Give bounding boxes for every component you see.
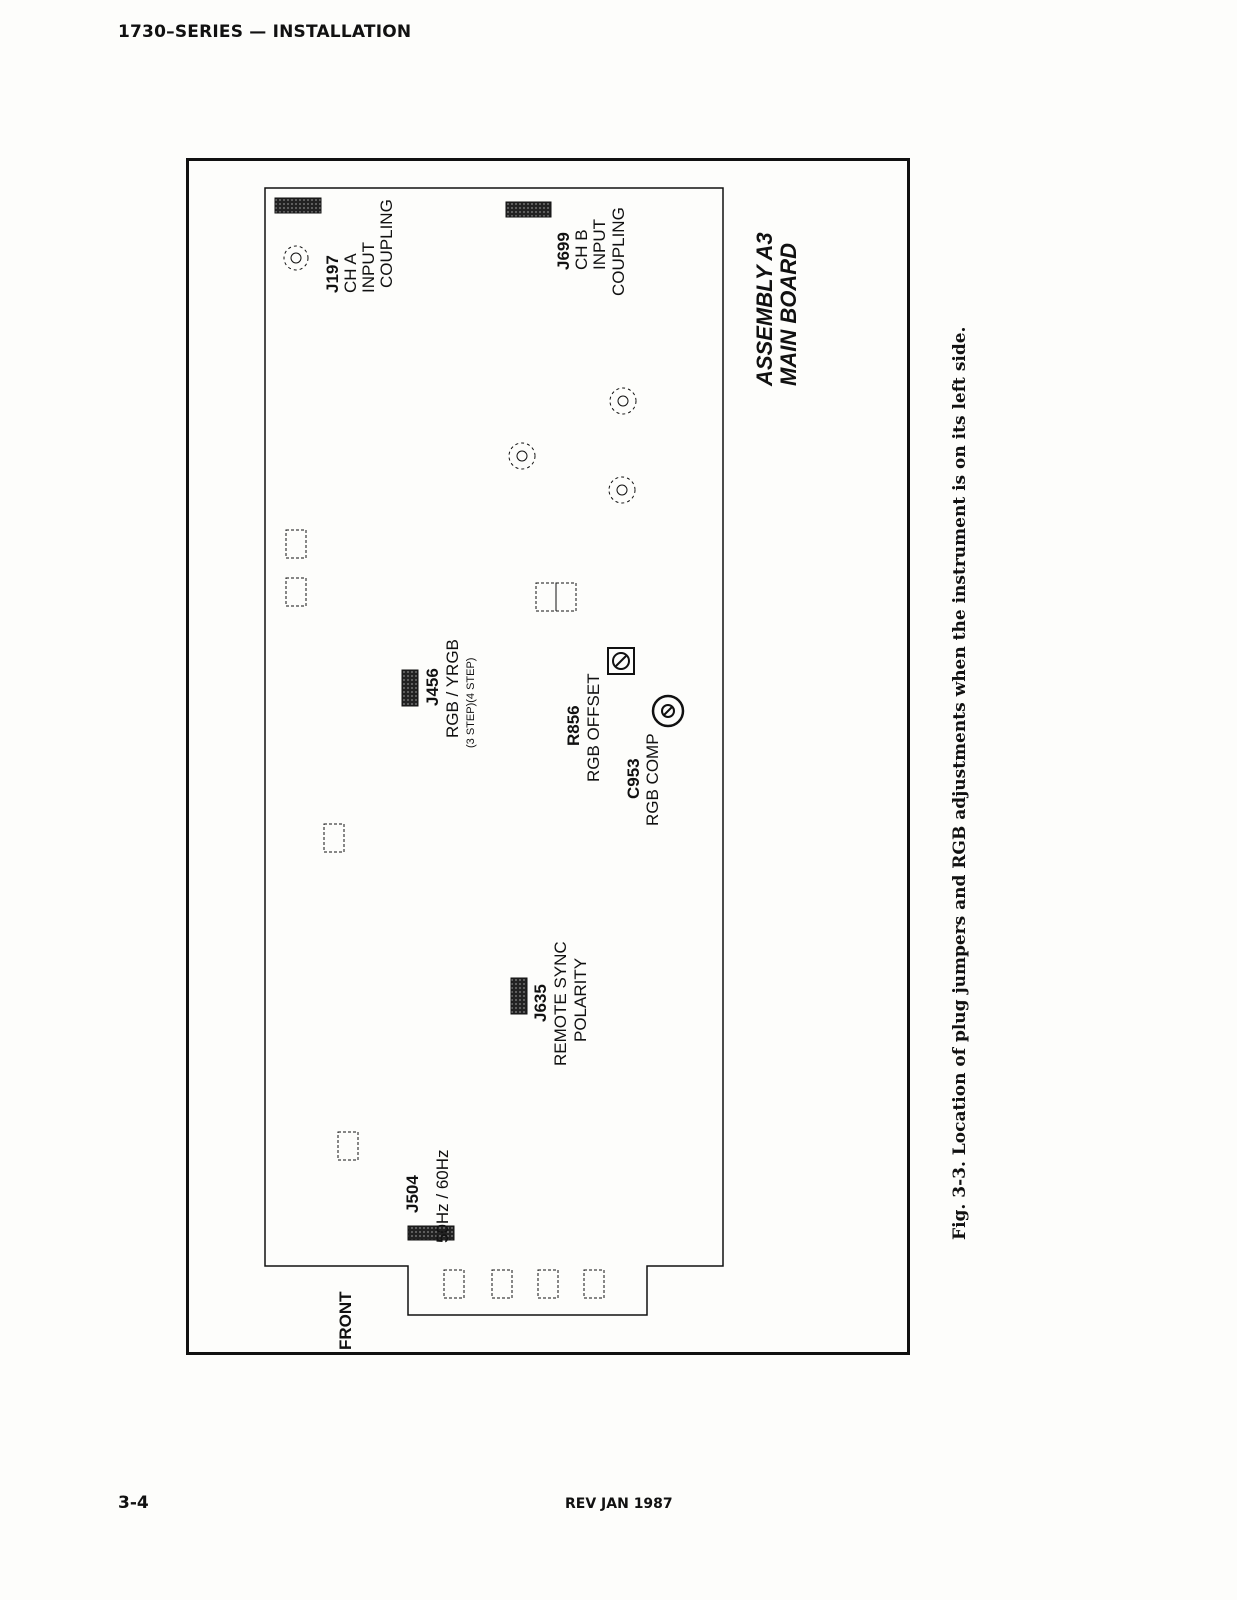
- j504-line1: 50Hz / 60Hz: [433, 1149, 452, 1243]
- dashed-pot-3: [608, 476, 636, 504]
- c953-label: RGB COMP: [643, 733, 662, 826]
- j699-line1: CH B: [572, 229, 591, 270]
- j635-line1: REMOTE SYNC: [551, 941, 570, 1066]
- j635-line2: POLARITY: [571, 958, 590, 1042]
- j699-jumper: J699 CH B INPUT COUPLING: [505, 201, 628, 296]
- j197-line1: CH A: [341, 253, 360, 293]
- j456-jumper: J456 RGB / YRGB (3 STEP)(4 STEP): [401, 639, 477, 748]
- j504-id: J504: [403, 1175, 422, 1213]
- j197-line3: COUPLING: [377, 199, 396, 288]
- revision-date: REV JAN 1987: [565, 1496, 673, 1512]
- j635-jumper: J635 REMOTE SYNC POLARITY: [510, 941, 590, 1066]
- board-outline: [264, 187, 724, 1316]
- main-board-figure: J197 CH A INPUT COUPLING J699 CH B INPUT…: [186, 158, 910, 1355]
- j699-line3: COUPLING: [609, 207, 628, 296]
- j635-id: J635: [531, 984, 550, 1022]
- figure-border: [186, 158, 910, 1355]
- j504-jumper: J504 50Hz / 60Hz: [403, 1149, 455, 1243]
- running-header: 1730–SERIES — INSTALLATION: [118, 22, 412, 42]
- r856-adjustment: R856 RGB OFFSET: [564, 647, 635, 782]
- r856-label: RGB OFFSET: [584, 673, 603, 782]
- j197-line2: INPUT: [359, 242, 378, 293]
- dashed-pot-1: [508, 442, 536, 470]
- c953-adjustment: C953 RGB COMP: [624, 694, 685, 826]
- j699-id: J699: [554, 232, 573, 270]
- r856-id: R856: [564, 705, 583, 746]
- c953-id: C953: [624, 758, 643, 799]
- j456-id: J456: [423, 668, 442, 706]
- assembly-line2: MAIN BOARD: [776, 243, 801, 386]
- j197-id: J197: [323, 255, 342, 293]
- j197-jumper: J197 CH A INPUT COUPLING: [274, 197, 396, 293]
- assembly-line1: ASSEMBLY A3: [752, 232, 777, 387]
- dashed-pot-2: [609, 387, 637, 415]
- front-label: FRONT: [336, 1291, 355, 1350]
- j699-line2: INPUT: [590, 219, 609, 270]
- dashed-component: [285, 529, 605, 1299]
- j456-line2: (3 STEP)(4 STEP): [465, 658, 477, 748]
- page-number: 3-4: [118, 1493, 149, 1513]
- j456-line1: RGB / YRGB: [443, 639, 462, 738]
- figure-caption: Fig. 3-3. Location of plug jumpers and R…: [950, 326, 970, 1240]
